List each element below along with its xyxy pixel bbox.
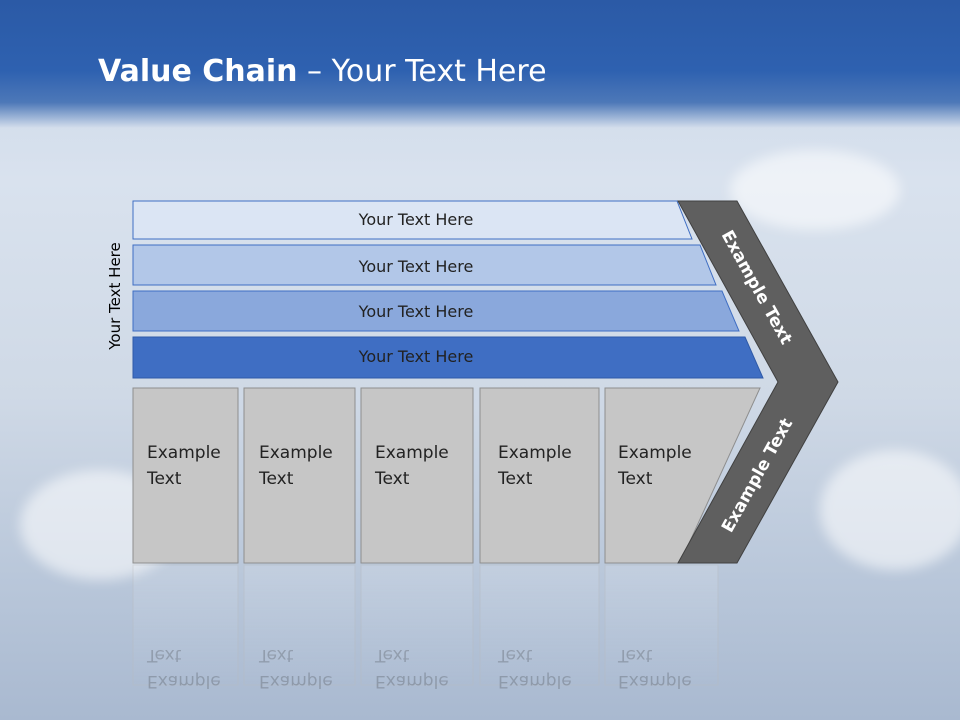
box-line2: Text <box>146 469 182 489</box>
box-line1: Example <box>498 443 572 463</box>
box-line1: Example <box>618 443 692 463</box>
bar-shape <box>132 336 764 379</box>
bar-label: Your Text Here <box>358 210 474 229</box>
box-line2: Text <box>258 469 294 489</box>
box-line1: Example <box>375 443 449 463</box>
cloud-decoration <box>820 450 960 570</box>
header-band <box>0 0 960 128</box>
box-line2: Text <box>617 469 653 489</box>
box-1: Example Text <box>243 387 356 564</box>
title-bold: Value Chain <box>98 54 298 89</box>
reflection-box-line: Example <box>618 671 692 691</box>
bar-3: Your Text Here <box>132 336 764 379</box>
box-0: Example Text <box>132 387 239 564</box>
reflection-box-line: Example <box>147 671 221 691</box>
reflection-text: Text Example Text Example Text Example T… <box>146 645 692 691</box>
bar-label: Your Text Here <box>358 302 474 321</box>
reflection-box-line: Example <box>375 671 449 691</box>
cloud-decoration <box>730 150 900 230</box>
box-line1: Example <box>259 443 333 463</box>
bar-label: Your Text Here <box>358 257 474 276</box>
reflection-box-line: Text <box>497 645 533 665</box>
bar-1: Your Text Here <box>132 244 717 286</box>
box-2: Example Text <box>360 387 474 564</box>
slide-title: Value Chain – Your Text Here <box>98 54 547 89</box>
bar-shape <box>132 290 740 332</box>
box-3: Example Text <box>479 387 600 564</box>
box-shape <box>360 387 474 564</box>
reflection <box>132 564 719 686</box>
box-line2: Text <box>374 469 410 489</box>
reflection-box-line: Text <box>374 645 410 665</box>
reflection-box-line: Text <box>258 645 294 665</box>
box-shape <box>132 387 239 564</box>
box-line1: Example <box>147 443 221 463</box>
box-shape <box>243 387 356 564</box>
box-line2: Text <box>497 469 533 489</box>
title-rest: – Your Text Here <box>297 54 547 89</box>
reflection-box-line: Text <box>146 645 182 665</box>
chevron-shape <box>677 200 839 564</box>
reflection-box-line: Example <box>259 671 333 691</box>
bar-0: Your Text Here <box>132 200 693 240</box>
bar-shape <box>132 200 693 240</box>
bar-label: Your Text Here <box>358 347 474 366</box>
bar-shape <box>132 244 717 286</box>
bar-2: Your Text Here <box>132 290 740 332</box>
reflection-box-line: Example <box>498 671 572 691</box>
reflection-box-line: Text <box>617 645 653 665</box>
box-shape <box>479 387 600 564</box>
